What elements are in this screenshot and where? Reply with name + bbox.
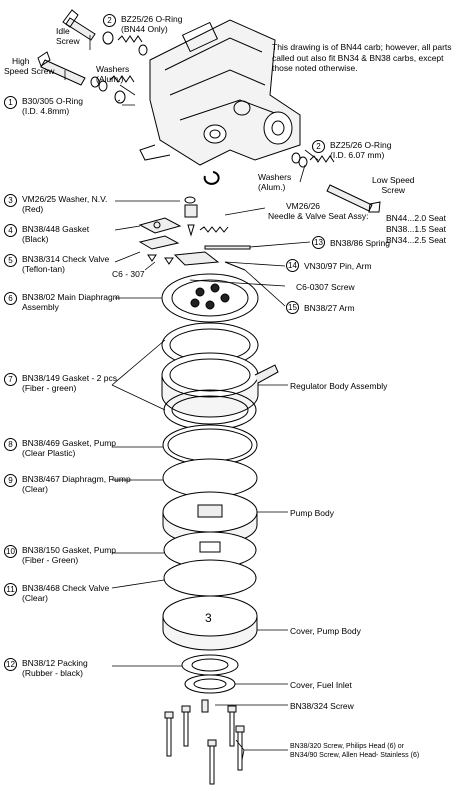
callout-1-text: B30/305 O-Ring(I.D. 4.8mm): [22, 96, 83, 116]
callout-7-badge: 7: [4, 373, 17, 386]
callout-14-badge: 14: [286, 259, 299, 272]
washers-right-label: Washers(Alum.): [258, 172, 292, 192]
bn38-324-screw-label: BN38/324 Screw: [290, 701, 354, 711]
cover-pump-body: 3: [162, 595, 258, 651]
c6-307-label: C6 - 307: [112, 269, 145, 279]
callout-2-right-badge: 2: [312, 140, 325, 153]
callout-13-badge: 13: [312, 236, 325, 249]
callout-9-badge: 9: [4, 474, 17, 487]
callout-9-text: BN38/467 Diaphragm, Pump(Clear): [22, 474, 131, 494]
callout-2-right-text: BZ25/26 O-Ring(I.D. 6.07 mm): [330, 140, 392, 160]
seat-bn38: BN38...1.5 Seat: [386, 224, 447, 234]
regulator-body: [161, 352, 279, 418]
callout-2-top-text: BZ25/26 O-Ring(BN44 Only): [121, 14, 183, 34]
high-speed-screw: [37, 51, 135, 104]
cover-fuel-inlet-label: Cover, Fuel Inlet: [290, 680, 352, 690]
cover-mark: 3: [205, 611, 212, 625]
callout-2-top-badge: 2: [103, 14, 116, 27]
callout-6-badge: 6: [4, 292, 17, 305]
callout-15-badge: 15: [286, 301, 299, 314]
callout-7-text: BN38/149 Gasket - 2 pcs(Fiber - green): [22, 373, 117, 393]
callout-12-badge: 12: [4, 658, 17, 671]
callout-4-badge: 4: [4, 224, 17, 237]
callout-11-badge: 11: [4, 583, 17, 596]
seat-bn44: BN44...2.0 Seat: [386, 213, 447, 223]
cover-screws: [164, 699, 245, 785]
seat-bn34: BN34...2.5 Seat: [386, 235, 447, 245]
callout-14-text: VN30/97 Pin, Arm: [304, 261, 372, 271]
pump-body-label: Pump Body: [290, 508, 334, 518]
callout-1-badge: 1: [4, 96, 17, 109]
c6-0307-label: C6-0307 Screw: [296, 282, 355, 292]
callout-4-text: BN38/448 Gasket(Black): [22, 224, 90, 244]
callout-12-text: BN38/12 Packing(Rubber - black): [22, 658, 88, 678]
callout-10-badge: 10: [4, 545, 17, 558]
callout-8-badge: 8: [4, 438, 17, 451]
washers-left-label: Washers(Alum.): [96, 64, 130, 84]
cover-pump-body-label: Cover, Pump Body: [290, 626, 361, 636]
callout-3-badge: 3: [4, 194, 17, 207]
regulator-body-label: Regulator Body Assembly: [290, 381, 388, 391]
callout-10-text: BN38/150 Gasket, Pump(Fiber - Green): [22, 545, 117, 565]
low-speed-screw: [291, 152, 381, 213]
carburetor-body: [139, 19, 301, 166]
drawing-note: This drawing is of BN44 carb; however, a…: [272, 42, 452, 73]
main-diaphragm: [161, 273, 259, 323]
callout-15-text: BN38/27 Arm: [304, 303, 355, 313]
callout-8-text: BN38/469 Gasket, Pump(Clear Plastic): [22, 438, 117, 458]
idle-screw: [62, 9, 148, 56]
callout-5-text: BN38/314 Check Valve(Teflon-tan): [22, 254, 110, 274]
needle-valve-parts: [138, 196, 251, 271]
callout-11-text: BN38/468 Check Valve(Clear): [22, 583, 110, 603]
callout-3-text: VM26/25 Washer, N.V.(Red): [22, 194, 108, 214]
callout-13-text: BN38/86 Spring: [330, 238, 391, 248]
callout-5-badge: 5: [4, 254, 17, 267]
